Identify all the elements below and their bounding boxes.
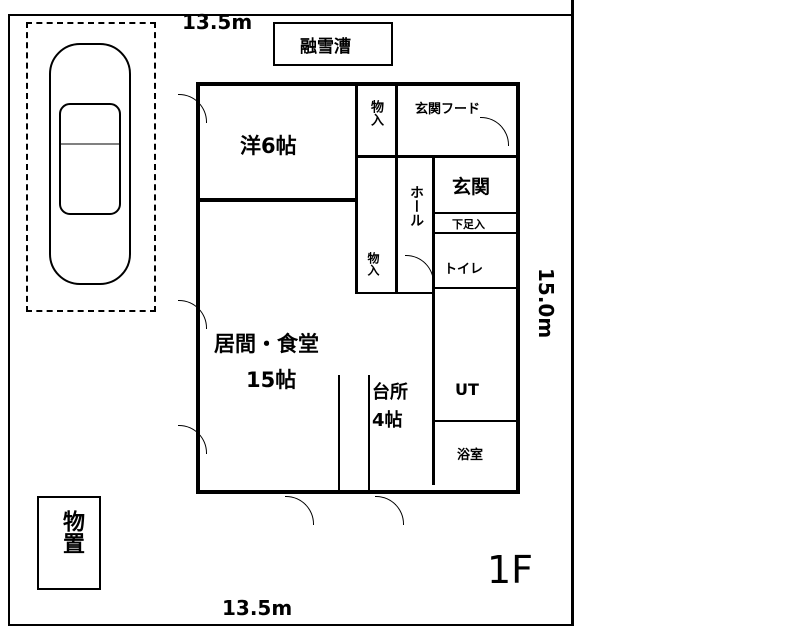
snow-tank: [273, 22, 393, 66]
wall: [432, 212, 520, 214]
dim-right: 15.0m: [534, 268, 558, 339]
wall: [355, 292, 435, 294]
room-utility: UT: [455, 380, 479, 399]
room-kitchen: 台所: [372, 382, 408, 403]
room-toilet: トイレ: [444, 262, 484, 277]
site-right-line: [571, 0, 574, 626]
kitchen-counter: [338, 375, 340, 493]
room-living: 居間・食堂: [214, 332, 319, 356]
wall: [395, 82, 398, 292]
shed: [37, 496, 101, 590]
door-icon: [375, 496, 404, 525]
room-storage2: 物入: [366, 252, 380, 276]
site-left-line: [8, 14, 10, 626]
snow-tank-label: 融雪漕: [300, 37, 351, 57]
floor-label: 1F: [487, 548, 534, 592]
wall: [355, 82, 358, 292]
parking-space: [26, 22, 156, 312]
room-bath: 浴室: [457, 448, 484, 463]
room-porch-hood: 玄関フード: [415, 102, 481, 117]
room-hall: ホール: [408, 185, 424, 227]
site-top-line: [8, 14, 573, 16]
room-entrance: 玄関: [452, 176, 491, 198]
wall: [432, 155, 435, 485]
shoe-cabinet: 下足入: [452, 218, 485, 231]
dim-top: 13.5m: [182, 10, 253, 34]
dim-bottom: 13.5m: [222, 596, 293, 620]
wall: [432, 420, 520, 422]
wall: [432, 287, 520, 289]
room-living-size: 15帖: [246, 368, 297, 392]
room-kitchen-size: 4帖: [372, 410, 403, 431]
shed-label: 物置: [59, 510, 84, 554]
wall: [355, 155, 520, 158]
kitchen-counter: [368, 375, 370, 493]
wall: [432, 232, 520, 234]
room-western: 洋6帖: [240, 134, 297, 158]
door-icon: [285, 496, 314, 525]
car-icon: [49, 43, 131, 285]
site-bottom-line: [8, 624, 573, 626]
wall: [196, 198, 356, 202]
room-storage1: 物入: [368, 100, 383, 126]
